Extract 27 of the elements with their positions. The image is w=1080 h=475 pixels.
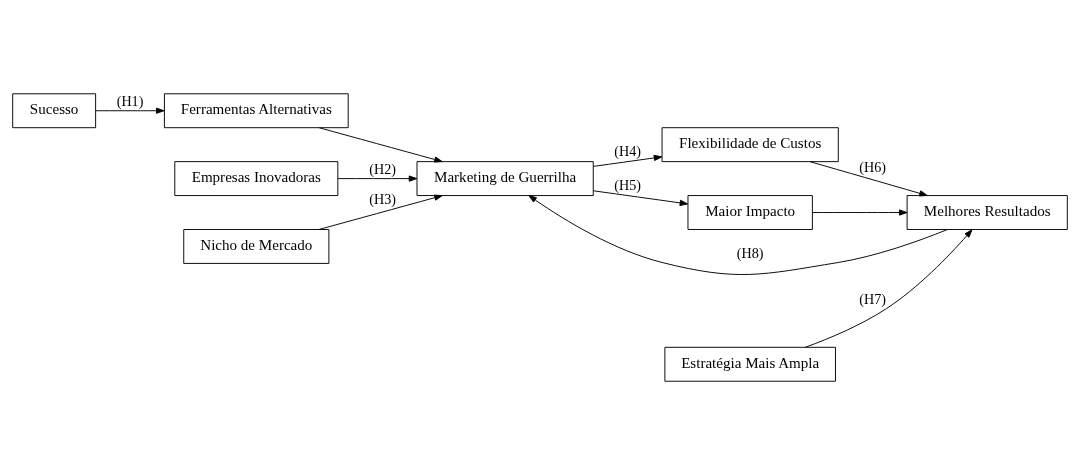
node-box: Melhores Resultados xyxy=(906,195,1068,230)
arrow xyxy=(809,161,928,197)
edge-label: (H3) xyxy=(369,191,396,208)
arrow xyxy=(318,127,443,163)
arrow xyxy=(804,229,973,348)
edge-label: (H6) xyxy=(859,159,887,175)
edge-label: (H4) xyxy=(614,142,641,159)
edge-label: (H5) xyxy=(614,176,641,193)
node-box: Marketing de Guerrilha xyxy=(416,161,594,197)
arrow xyxy=(593,190,689,206)
arrow xyxy=(95,107,165,114)
edge-label: (H8) xyxy=(736,244,764,261)
edge-label: (H2) xyxy=(369,160,396,177)
edge-label: (H1) xyxy=(116,93,144,110)
node-box: Flexibilidade de Custos xyxy=(661,127,839,163)
node-box: Sucesso xyxy=(12,93,97,129)
node-box: Estratégia Mais Ampla xyxy=(664,346,836,382)
node-box: Nicho de Mercado xyxy=(183,229,330,264)
arrow xyxy=(528,195,948,275)
arrow xyxy=(812,209,908,216)
node-box: Maior Impacto xyxy=(687,195,813,230)
arrow xyxy=(593,154,663,167)
edge-label: (H7) xyxy=(859,290,887,307)
arrow xyxy=(318,194,443,230)
node-box: Ferramentas Alternativas xyxy=(163,93,349,129)
arrow xyxy=(337,175,418,182)
node-box: Empresas Inovadoras xyxy=(174,161,339,197)
